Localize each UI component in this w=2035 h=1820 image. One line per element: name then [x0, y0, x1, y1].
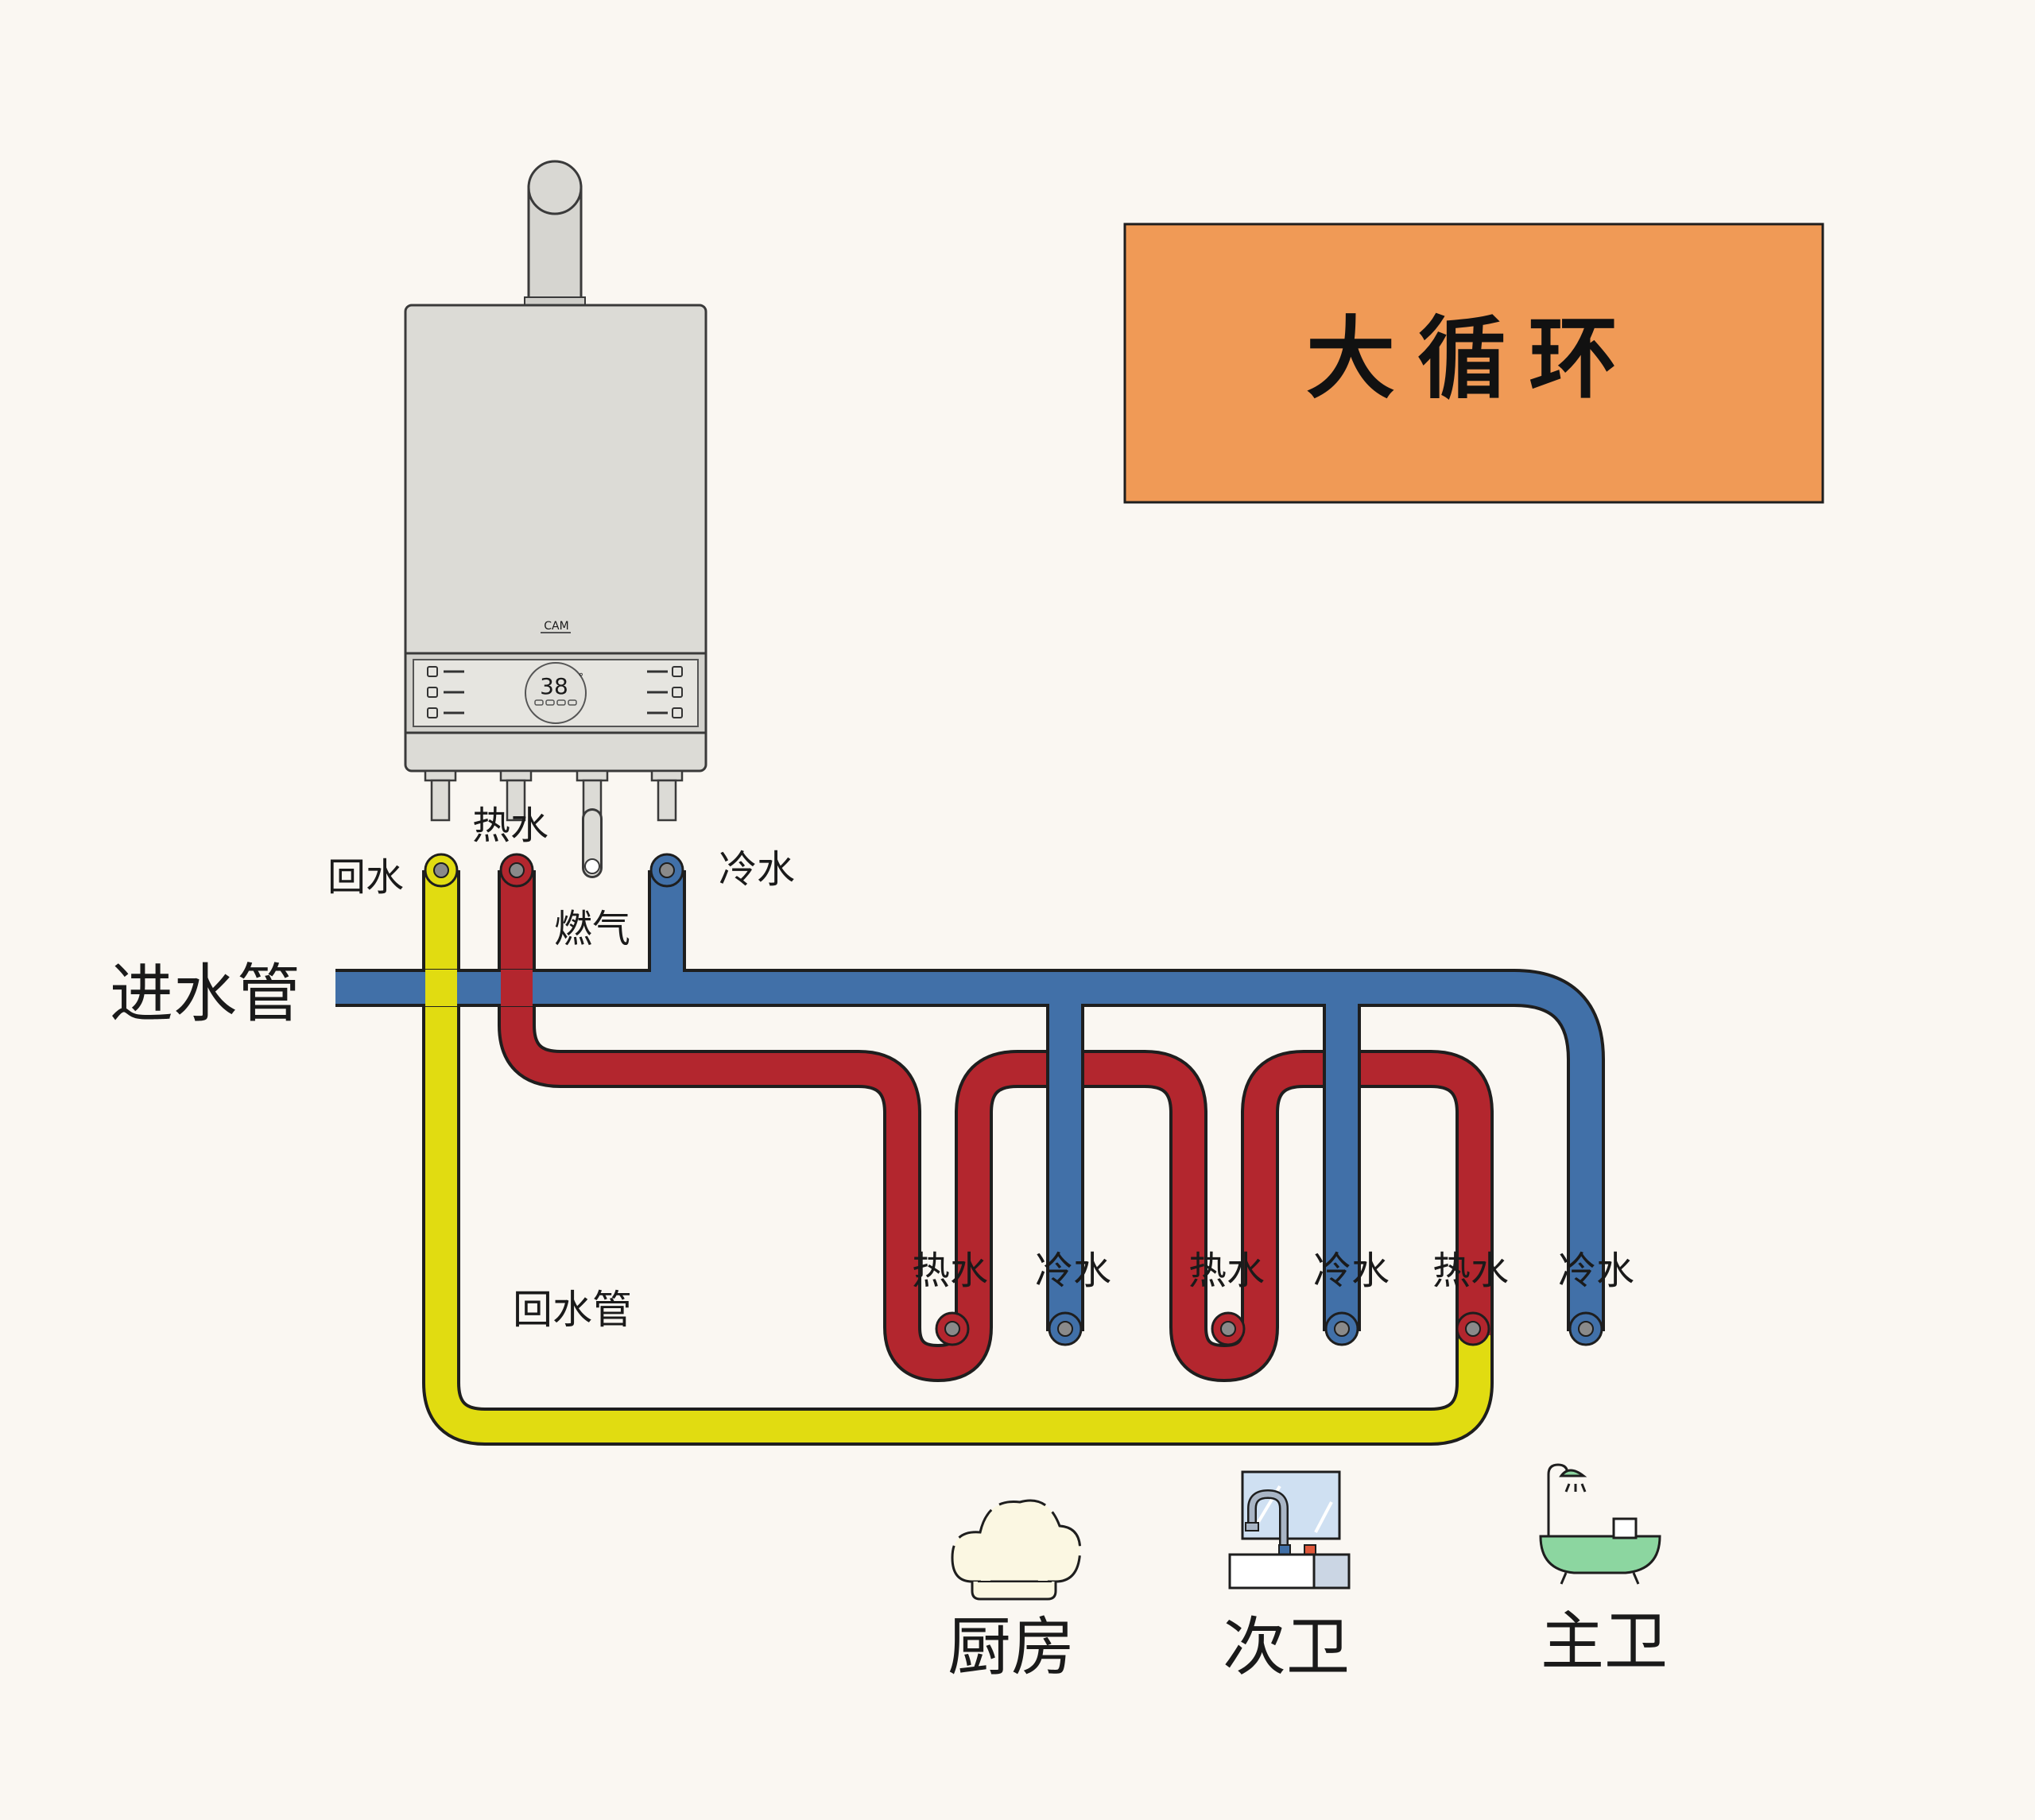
temperature-display: 38 ° — [525, 662, 587, 724]
bathtub-icon — [1539, 1463, 1661, 1585]
diagram-title: 大循环 — [1306, 308, 1640, 411]
port-label-cold: 冷水 — [719, 847, 795, 892]
port-label-hot: 热水 — [472, 804, 548, 848]
heater-brand-logo: CAM — [544, 620, 568, 633]
room-label-master-bath: 主卫 — [1541, 1605, 1668, 1679]
room-label-secondary-bath: 次卫 — [1223, 1610, 1350, 1684]
outlet-label-5: 热水 — [1432, 1249, 1509, 1293]
outlet-labels: 热水 冷水 热水 冷水 热水 冷水 — [912, 1249, 1634, 1293]
outlet-label-4: 冷水 — [1313, 1249, 1390, 1293]
outlet-label-6: 冷水 — [1558, 1249, 1634, 1293]
port-label-gas: 燃气 — [554, 907, 630, 951]
chef-hat-icon — [951, 1499, 1082, 1601]
outlet-caps — [935, 1311, 1603, 1346]
display-unit: ° — [579, 672, 583, 683]
heater-connectors — [424, 769, 684, 846]
title-box: 大循环 — [1123, 223, 1824, 504]
right-panel-buttons — [647, 666, 683, 718]
sink-icon — [1228, 1470, 1351, 1590]
control-panel: 38 ° — [404, 652, 707, 734]
cold-water-pipe — [335, 870, 1605, 1331]
outlet-label-2: 冷水 — [1035, 1249, 1111, 1293]
flue-pipe — [524, 160, 586, 306]
room-labels: 厨房 次卫 主卫 — [948, 1605, 1668, 1684]
room-label-kitchen: 厨房 — [948, 1610, 1075, 1684]
outlet-label-1: 热水 — [912, 1249, 988, 1293]
port-labels: 回水 热水 燃气 冷水 — [328, 804, 795, 951]
return-pipe — [422, 870, 1494, 1446]
inlet-pipe-label: 进水管 — [110, 957, 300, 1031]
heater-port-caps — [424, 853, 684, 888]
water-heater: CAM 38 ° — [404, 160, 707, 878]
pipe-crossings — [425, 970, 1358, 1087]
return-pipe-label: 回水管 — [513, 1287, 632, 1333]
port-label-return: 回水 — [328, 855, 404, 900]
outlet-label-3: 热水 — [1188, 1249, 1265, 1293]
left-panel-buttons — [427, 666, 464, 718]
display-temperature: 38 — [540, 673, 568, 699]
